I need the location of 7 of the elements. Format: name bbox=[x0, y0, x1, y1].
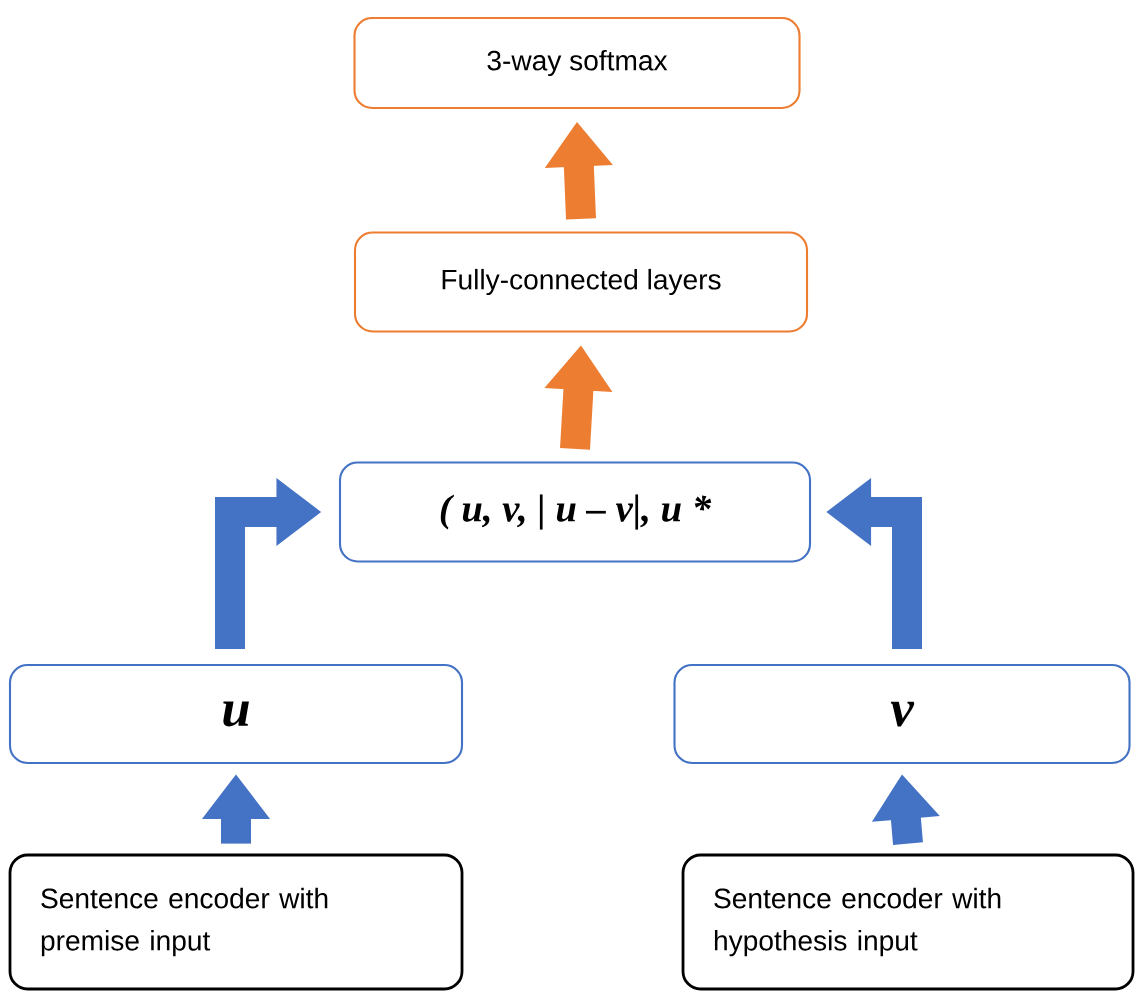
process-box: Sentence encoder with hypothesis input bbox=[681, 853, 1135, 991]
process-box: v bbox=[673, 663, 1131, 765]
process-box: Fully-connected layers bbox=[353, 231, 809, 333]
process-box: ( u, v, | u – v|, u * bbox=[338, 461, 812, 563]
process-box: 3-way softmax bbox=[353, 16, 801, 110]
process-box: Sentence encoder with premise input bbox=[8, 853, 464, 991]
process-box: u bbox=[8, 663, 464, 765]
